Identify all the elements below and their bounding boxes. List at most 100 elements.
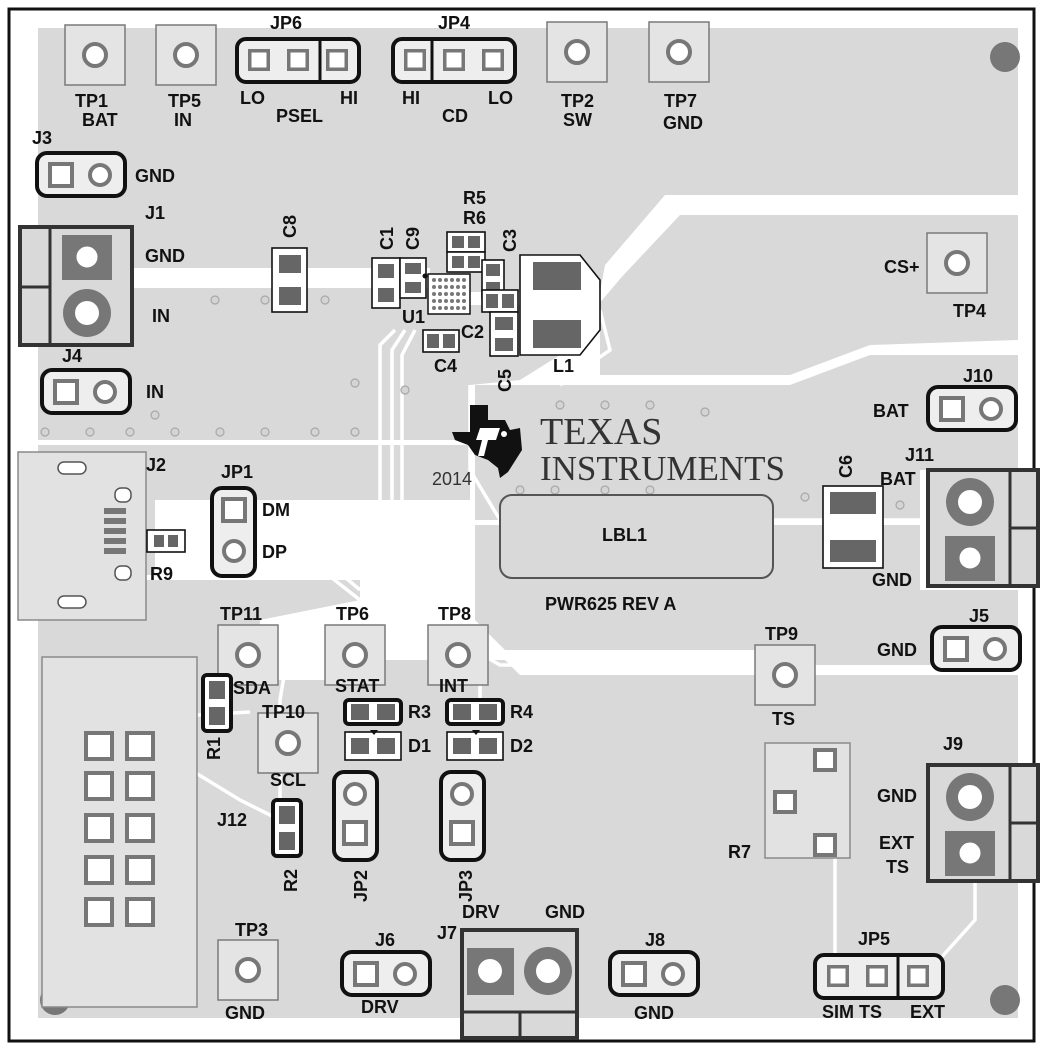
terminal-block-j9 [926, 763, 1040, 883]
label-jp6-hi: HI [340, 88, 358, 108]
label-jp3: JP3 [456, 870, 476, 902]
label-j8-gnd: GND [634, 1003, 674, 1023]
label-jp5-ext: EXT [910, 1002, 945, 1022]
capacitor-c4 [422, 329, 460, 353]
usb-connector-j2 [17, 451, 147, 621]
label-c1: C1 [377, 227, 397, 250]
label-j1-gnd: GND [145, 246, 185, 266]
resistor-r5 [446, 231, 486, 253]
header-jp1 [210, 486, 257, 578]
label-j9-ts: TS [886, 857, 909, 877]
resistor-r2 [271, 798, 303, 858]
label-j4: J4 [62, 346, 82, 366]
inductor-l1 [519, 254, 601, 356]
label-tp4: TP4 [953, 301, 986, 321]
resistor-r6 [446, 251, 486, 273]
label-j10-bat: BAT [873, 401, 909, 421]
label-j3: J3 [32, 128, 52, 148]
label-psel: PSEL [276, 106, 323, 126]
label-tp3-sub: GND [225, 1003, 265, 1023]
testpoint-tp2 [546, 21, 608, 83]
label-j8: J8 [645, 930, 665, 950]
label-j11-bat: BAT [880, 469, 916, 489]
label-tp9-sub: TS [772, 709, 795, 729]
jumper-jp6 [235, 37, 361, 84]
label-cs: CS+ [884, 257, 920, 277]
testpoint-tp11 [217, 624, 279, 686]
label-tp11: TP11 [220, 604, 262, 624]
testpoint-tp6 [324, 624, 386, 686]
testpoint-tp3 [217, 939, 279, 1001]
label-r1: R1 [204, 737, 224, 760]
header-j8 [608, 950, 700, 997]
label-tp2: TP2 [561, 91, 594, 111]
label-j2: J2 [146, 455, 166, 475]
label-j9-gnd: GND [877, 786, 917, 806]
label-tp1-sub: BAT [82, 110, 118, 130]
label-j1-in: IN [152, 306, 170, 326]
potentiometer-r7 [764, 742, 851, 859]
label-j9: J9 [943, 734, 963, 754]
testpoint-tp8 [427, 624, 489, 686]
label-jp2: JP2 [351, 870, 371, 902]
label-tp8-sub: INT [439, 676, 468, 696]
label-c3: C3 [500, 229, 520, 252]
label-j1: J1 [145, 203, 165, 223]
label-r7: R7 [728, 842, 751, 862]
terminal-block-j1 [18, 225, 134, 347]
jumper-jp4 [391, 37, 517, 84]
label-jp5: JP5 [858, 929, 890, 949]
header-jp3 [439, 770, 486, 862]
resistor-r4 [445, 698, 505, 726]
label-c5: C5 [495, 369, 515, 392]
label-jp5-sim: SIM TS [822, 1002, 882, 1022]
capacitor-c6 [822, 485, 884, 569]
capacitor-c8 [271, 247, 308, 313]
label-tp7-sub: GND [663, 113, 703, 133]
label-l1: L1 [553, 356, 574, 376]
label-r5: R5 [463, 188, 486, 208]
logo-line1: TEXAS [540, 411, 662, 453]
label-r3: R3 [408, 702, 431, 722]
year-text: 2014 [432, 469, 472, 489]
resistor-r1 [201, 673, 233, 733]
header-j4 [40, 368, 132, 415]
label-r6: R6 [463, 208, 486, 228]
label-r2: R2 [281, 869, 301, 892]
header-j10 [926, 385, 1018, 432]
header-jp2 [332, 770, 379, 862]
label-j7-drv: DRV [462, 902, 500, 922]
label-c6: C6 [836, 455, 856, 478]
label-lbl1: LBL1 [602, 525, 647, 545]
header-j3 [35, 151, 127, 198]
label-jp4-lo: LO [488, 88, 513, 108]
label-j3-gnd: GND [135, 166, 175, 186]
board-revision-text: PWR625 REV A [545, 594, 676, 614]
texas-state-ti-logo-icon [452, 405, 522, 478]
label-j11: J11 [905, 445, 934, 465]
label-c2: C2 [461, 322, 484, 342]
jumper-jp5 [813, 953, 945, 1000]
label-tp9: TP9 [765, 624, 798, 644]
testpoint-tp10 [257, 712, 319, 774]
led-d2 [446, 730, 504, 761]
label-j5: J5 [969, 606, 989, 626]
label-j10: J10 [963, 366, 993, 386]
label-jp4: JP4 [438, 13, 470, 33]
label-tp5: TP5 [168, 91, 201, 111]
label-c4: C4 [434, 356, 457, 376]
capacitor-c9 [399, 257, 427, 299]
label-j7: J7 [437, 923, 457, 943]
label-tp3: TP3 [235, 920, 268, 940]
label-area-lbl1 [499, 494, 774, 579]
silkscreen-labels: TP1 BAT TP5 IN JP6 LO HI PSEL JP4 HI LO … [32, 13, 993, 1023]
label-c9: C9 [403, 227, 423, 250]
label-tp8: TP8 [438, 604, 471, 624]
terminal-block-j11 [926, 468, 1040, 588]
capacitor-c5 [489, 311, 519, 357]
capacitor-c1 [371, 257, 401, 309]
label-d2: D2 [510, 736, 533, 756]
j12-pins [84, 731, 155, 927]
testpoint-tp1 [64, 24, 126, 86]
testpoint-tp7 [648, 21, 710, 83]
